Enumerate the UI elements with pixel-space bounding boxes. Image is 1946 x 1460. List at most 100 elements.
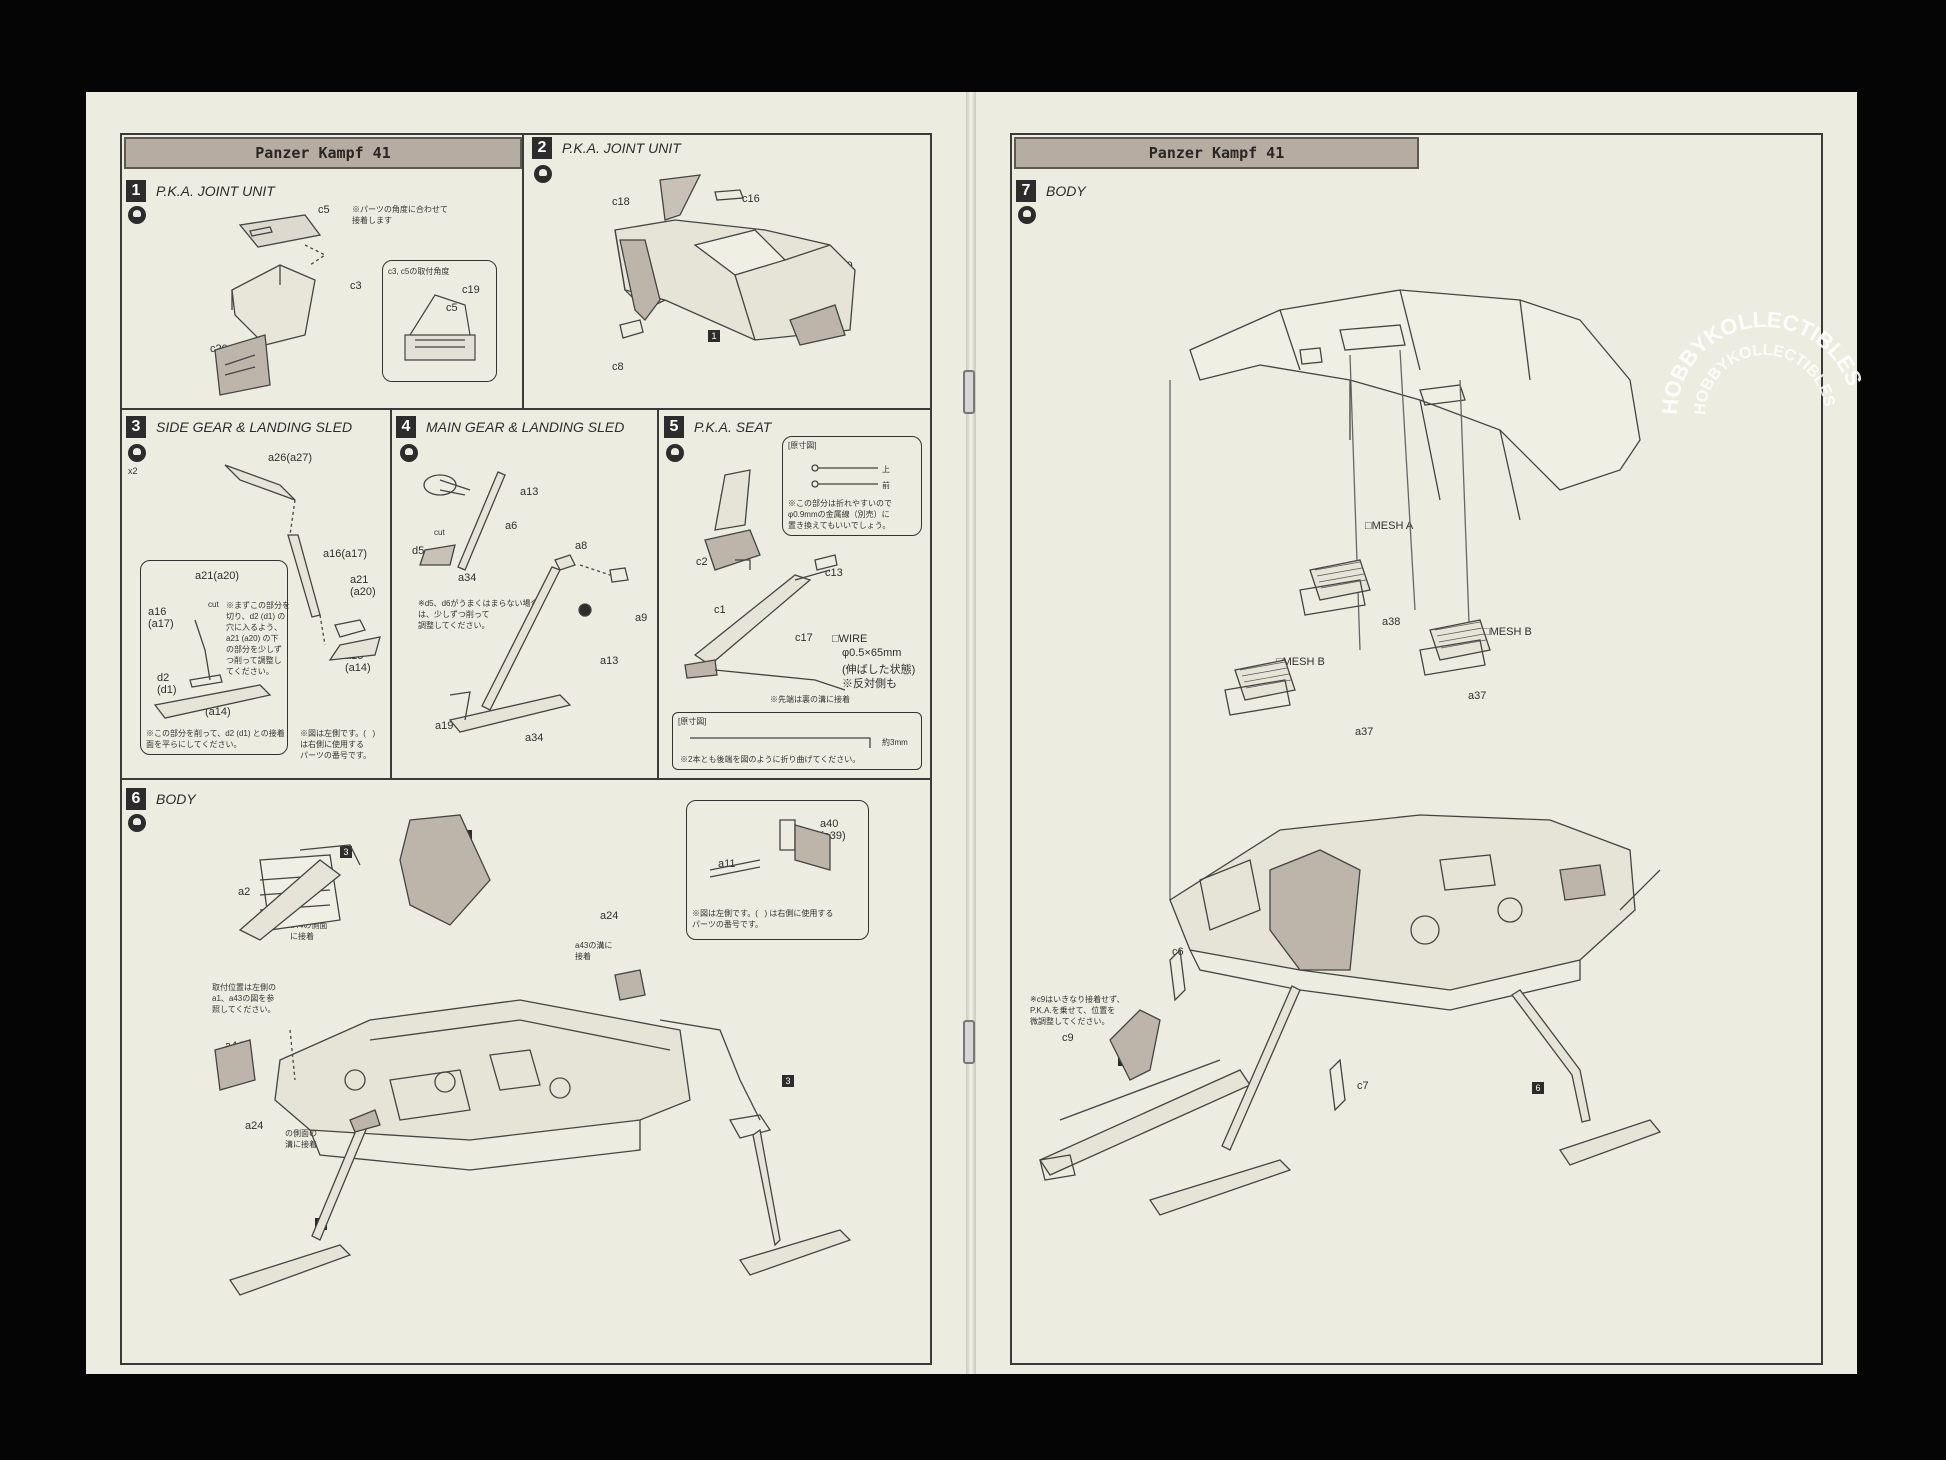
right-header: Panzer Kampf 41 [1014,137,1419,169]
note: 約3mm [882,738,908,747]
part-label: c17 [795,632,813,644]
note: 上 [882,465,890,474]
step-icon [128,814,146,832]
callout-title: c3, c5の取付角度 [388,267,450,276]
part-label: c19 [462,284,480,296]
step-title: P.K.A. JOINT UNIT [562,140,681,156]
part-label: a6 [505,520,518,532]
part-label: c7 [1357,1080,1369,1092]
part-label: cut [434,528,445,537]
part-label: a19 [435,720,454,732]
step-icon [666,444,684,462]
part-label: cut [208,600,219,609]
staple-bottom [963,1020,975,1064]
part-label: c5 [318,204,330,216]
seat-illustration [684,469,846,691]
part-label: a37 [1355,726,1374,738]
sled-detail-illustration [153,619,272,719]
note: ※この部分を削って、d2 (d1) との接着 面を平らにしてください。 [146,729,285,749]
part-label: a8 [575,540,588,552]
step-icon [1018,206,1036,224]
part-label: a26(a27) [268,452,313,464]
note: ※d5、d6がうまくはまらない場合 は、少しずつ削って 調整してください。 [418,599,539,630]
note: の側面の 溝に接着 [285,1129,317,1149]
step-title: P.K.A. JOINT UNIT [156,183,275,199]
left-header: Panzer Kampf 41 [124,137,522,169]
note: 取付位置は左側の a1、a43の図を参 照してください。 [212,983,276,1014]
note: a44の側面 に接着 [290,921,328,941]
step-number: 1 [126,180,146,202]
callout-title: [原寸図] [678,717,707,726]
note: ※まずこの部分を 切り、d2 (d1) の 穴に入るよう、 a21 (a20) … [226,601,290,676]
part-label: a34 [525,732,544,744]
part-label: c9 [1062,1032,1074,1044]
part-label: c8 [612,361,624,373]
step-title: SIDE GEAR & LANDING SLED [156,419,353,435]
part-label: a16 (a17) [148,606,174,630]
body-final-illustration [1039,289,1662,1216]
side-gear-illustration [224,464,381,661]
right-frame [1010,133,1823,1365]
ref-box: 6 [1532,1082,1544,1094]
note: ※c9はいきなり接着せず、 P.K.A.を乗せて、位置を 微調整してください。 [1030,995,1125,1026]
staple-top [963,370,975,414]
part-label: □MESH B [1276,656,1325,668]
part-label: c2 [696,556,708,568]
step-title: P.K.A. SEAT [694,419,772,435]
part-label: c3 [350,280,362,292]
wire-diagram [690,737,871,748]
wire-spec: φ0.5×65mm [842,647,902,659]
step-number: 6 [126,788,146,810]
note: ※図は左側です。( ) は右側に使用する パーツの番号です。 [300,729,376,760]
part-label: a13 [520,486,539,498]
part-label: a13 [600,655,619,667]
multiplier-label: x2 [128,466,138,476]
ref-box: 1 [708,330,720,342]
watermark-logo: HOBBYKOLLECTIBLES HOBBYKOLLECTIBLES [1657,307,1868,416]
main-gear-illustration [419,471,629,733]
part-label: a38 [1382,616,1401,628]
step-title: BODY [156,791,196,807]
spine [966,92,976,1374]
step-number: 3 [126,416,146,438]
step-icon [534,165,552,183]
part-label: c5 [446,302,458,314]
note: ※パーツの角度に合わせて 接着します [352,205,448,225]
cockpit-illustration [614,174,856,346]
a40-illustration [709,819,831,878]
joint-unit-illustration [214,214,327,396]
step-number: 2 [532,137,552,159]
part-label: c18 [612,196,630,208]
callout-angle [382,260,497,382]
step-title: BODY [1046,183,1086,199]
part-label: a2 [238,886,251,898]
callout-a40 [686,800,869,940]
step-icon [128,444,146,462]
part-label: a37 [1468,690,1487,702]
step-icon [400,444,418,462]
note: 前 [882,481,890,490]
step-title: MAIN GEAR & LANDING SLED [426,419,625,435]
callout-wire [672,712,922,770]
note: ※この部分は折れやすいので φ0.9mmの金属線（別売）に 置き換えてもいいでし… [788,499,892,530]
step-number: 4 [396,416,416,438]
part-label: a24 [245,1120,264,1132]
note: a43の溝に 接着 [575,941,613,961]
ref-box: 3 [340,846,352,858]
step-icon [128,206,146,224]
part-label: a21 (a20) [350,574,376,598]
part-label: c16 [742,193,760,205]
note: ※図は左側です。( ) は右側に使用する パーツの番号です。 [692,909,834,929]
part-label: a9 [635,612,648,624]
ref-box: 3 [782,1075,794,1087]
wire-side: ※反対側も [842,678,897,690]
part-label: c1 [714,604,726,616]
part-label: d5 [412,545,425,557]
wire-label: □WIRE [832,633,868,645]
part-label: a21(a20) [195,570,240,582]
callout-detail [140,560,288,755]
note: ※2本とも後端を図のように折り曲げてください。 [680,755,861,764]
wire-state: (伸ばした状態) [842,664,916,676]
note: ※先端は裏の溝に接着 [770,695,850,704]
watermark-text-inner: HOBBYKOLLECTIBLES [1692,342,1838,416]
